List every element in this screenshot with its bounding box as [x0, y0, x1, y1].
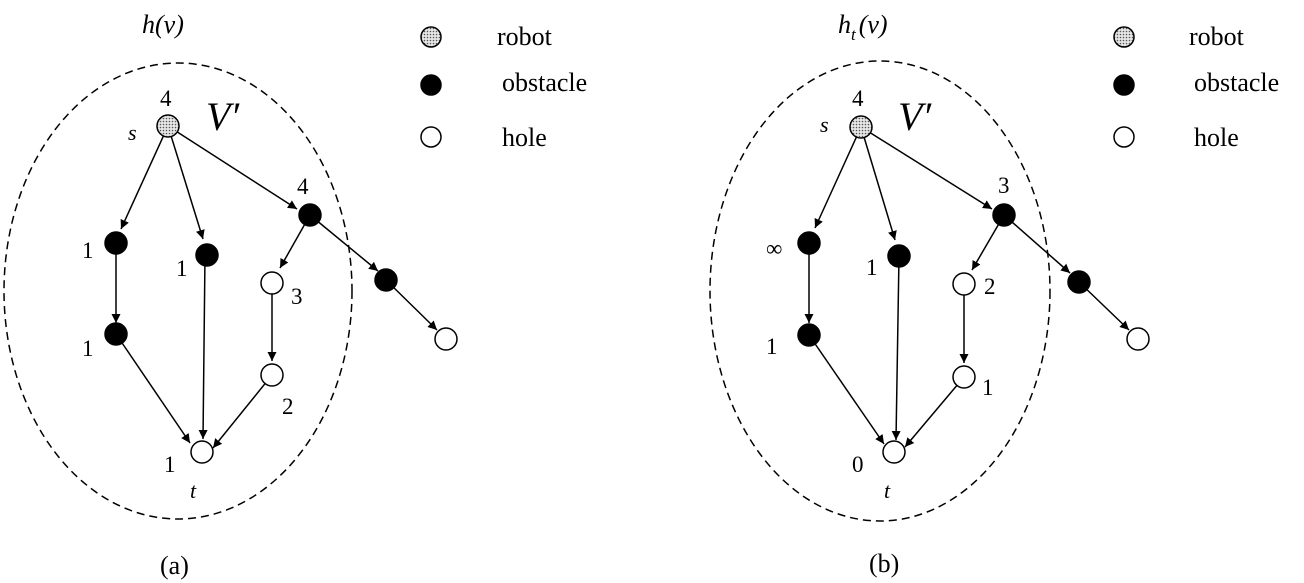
edge-s-n1 [120, 125, 169, 230]
legend-hole-swatch [1113, 126, 1135, 148]
value-n1: ∞ [766, 236, 782, 261]
obstacle-node [1067, 270, 1091, 294]
edge-s-n4 [860, 126, 993, 210]
robot-node [156, 114, 180, 138]
target-node [190, 440, 214, 464]
value-n2: 1 [866, 255, 878, 280]
edge-n5-h3 [385, 279, 438, 331]
edge-n4-n5 [309, 214, 379, 272]
value-h2: 2 [282, 394, 294, 419]
obstacle-node [298, 203, 322, 227]
obstacle-node [887, 244, 911, 268]
hole-node [260, 363, 284, 387]
legend-obstacle-label: obstacle [502, 68, 587, 97]
target-label: t [190, 478, 197, 503]
value-h2: 1 [982, 375, 994, 400]
panel-caption: (a) [160, 551, 189, 580]
edge-h2-t [904, 376, 965, 448]
edge-h2-t [212, 374, 273, 449]
target-node [882, 440, 906, 464]
edge-n2-t [198, 254, 208, 440]
value-n4: 4 [297, 174, 309, 199]
legend-robot-swatch [420, 26, 442, 48]
value-h1: 3 [291, 284, 303, 309]
legend-robot-swatch [1113, 26, 1135, 48]
value-n1: 1 [82, 238, 94, 263]
edge-n3-t [115, 333, 191, 444]
edge-n3-t [808, 334, 885, 445]
value-t: 0 [852, 452, 864, 477]
panel-caption: (b) [869, 549, 899, 578]
value-s: 4 [852, 86, 864, 111]
legend-robot-label: robot [1189, 22, 1245, 51]
legend-hole-label: hole [502, 123, 547, 152]
hole-node [952, 272, 976, 296]
edge-s-n2 [167, 125, 205, 240]
value-h1: 2 [984, 274, 996, 299]
edge-s-n4 [167, 125, 298, 210]
value-n4: 3 [998, 173, 1010, 198]
value-n3: 1 [82, 336, 94, 361]
panel-title: h(v) [142, 10, 184, 39]
legend-a: robot obstacle hole [420, 22, 587, 152]
source-label: s [128, 120, 137, 145]
hole-node [952, 365, 976, 389]
panel-title: ht(v) [838, 10, 888, 44]
nodes [797, 115, 1150, 464]
obstacle-node [104, 322, 128, 346]
legend-obstacle-swatch [420, 74, 442, 96]
value-s: 4 [160, 86, 172, 111]
region-label: V′ [206, 94, 240, 139]
region-label: V′ [898, 94, 932, 139]
obstacle-node [195, 243, 219, 267]
panel-b: ht(v) V′ s t 4 ∞ 1 1 3 2 1 0 (b) [709, 10, 1150, 578]
target-label: t [884, 478, 891, 503]
region-boundary [709, 60, 1051, 522]
obstacle-node [797, 231, 821, 255]
legend-obstacle-swatch [1113, 74, 1135, 96]
legend-obstacle-label: obstacle [1194, 68, 1279, 97]
hole-node [1126, 327, 1150, 351]
edge-n4-n5 [1003, 214, 1071, 274]
source-label: s [820, 112, 829, 137]
region-boundary [3, 62, 353, 520]
value-t: 1 [164, 452, 176, 477]
edge-n2-t [891, 255, 901, 441]
legend-hole-swatch [420, 126, 442, 148]
obstacle-node [992, 203, 1016, 227]
legend-hole-label: hole [1194, 123, 1239, 152]
robot-node [849, 115, 873, 139]
hole-node [434, 327, 458, 351]
hole-node [260, 271, 284, 295]
nodes [104, 114, 458, 464]
legend-b: robot obstacle hole [1113, 22, 1279, 152]
obstacle-node [797, 323, 821, 347]
panel-a: h(v) V′ s t 4 1 1 1 4 3 2 1 (a) [3, 10, 458, 580]
legend-robot-label: robot [497, 22, 553, 51]
obstacle-node [104, 231, 128, 255]
edges [111, 125, 438, 449]
obstacle-node [374, 268, 398, 292]
value-n3: 1 [766, 334, 778, 359]
value-n2: 1 [176, 256, 188, 281]
edge-s-n2 [860, 126, 897, 241]
edge-s-n1 [814, 126, 862, 229]
edges [804, 126, 1130, 448]
